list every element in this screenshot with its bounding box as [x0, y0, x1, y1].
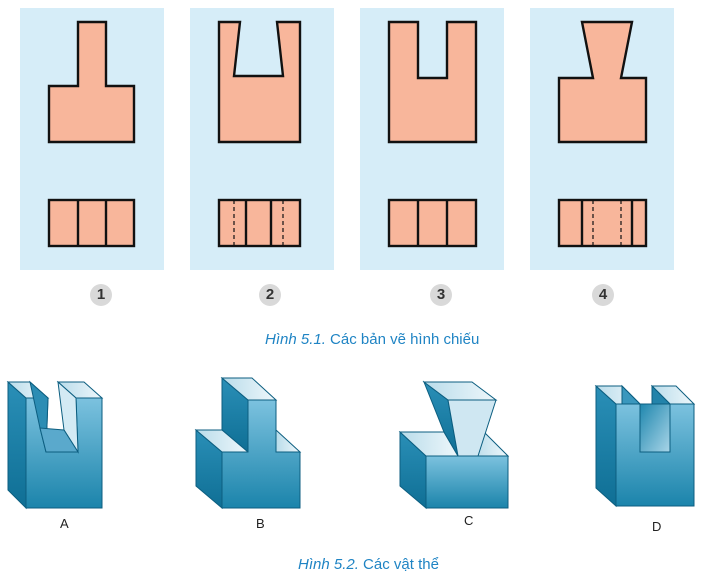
object-d [594, 384, 696, 508]
drawing-4 [557, 20, 648, 248]
front-view-4 [557, 20, 648, 144]
top-view-2 [217, 198, 302, 248]
drawing-number-4: 4 [592, 284, 614, 306]
front-view-2 [217, 20, 302, 144]
object-label-b: B [256, 516, 265, 531]
top-view-1 [47, 198, 136, 248]
drawing-number-2: 2 [259, 284, 281, 306]
figure-1-caption-text: Các bản vẽ hình chiếu [330, 331, 480, 348]
object-a [6, 380, 104, 510]
figure-2-caption: Hình 5.2. Các vật thể [298, 556, 439, 573]
drawing-1 [47, 20, 136, 248]
figure-1-caption: Hình 5.1. Các bản vẽ hình chiếu [265, 331, 479, 348]
drawing-3 [387, 20, 478, 248]
object-label-c: C [464, 513, 474, 528]
object-label-d: D [652, 519, 662, 534]
figure-1-caption-label: Hình 5.1. [265, 331, 326, 348]
front-view-1 [47, 20, 136, 144]
drawing-number-3: 3 [430, 284, 452, 306]
object-label-a: A [60, 516, 69, 531]
drawing-number-1: 1 [90, 284, 112, 306]
top-view-3 [387, 198, 478, 248]
figure-2-caption-text: Các vật thể [363, 556, 439, 573]
figure-2-caption-label: Hình 5.2. [298, 556, 359, 573]
object-b [194, 376, 302, 510]
drawing-2 [217, 20, 302, 248]
front-view-3 [387, 20, 478, 144]
object-c [398, 380, 510, 510]
